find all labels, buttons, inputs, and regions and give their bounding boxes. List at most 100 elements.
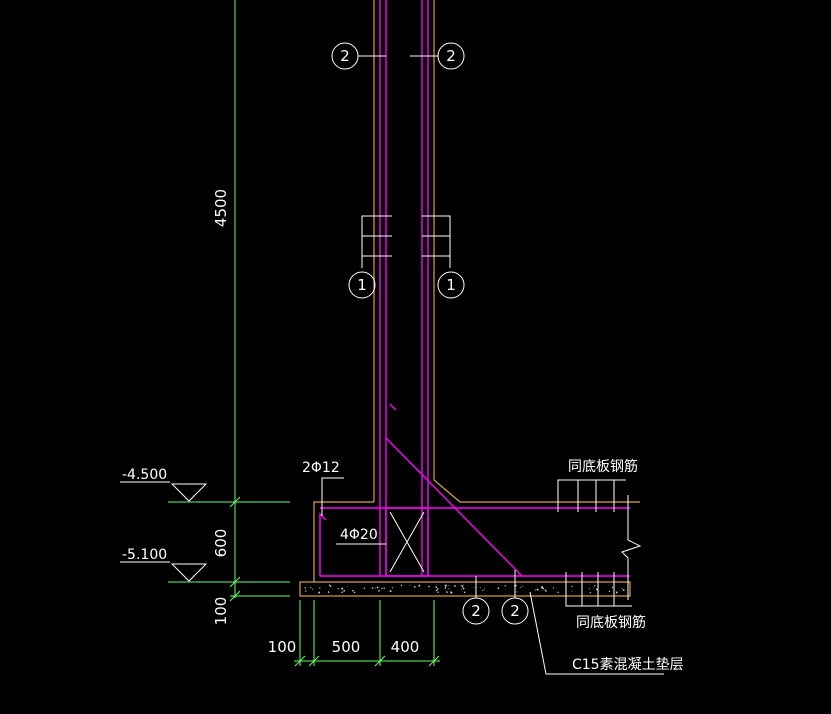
cushion-speckle — [515, 584, 517, 587]
annotation-mid-bar: 4Φ20 — [336, 527, 386, 545]
cushion-speckle — [615, 591, 618, 594]
rebar-tag-2-bottom-a-label: 2 — [471, 602, 481, 620]
cushion-speckle — [461, 586, 464, 588]
cushion-speckle — [371, 587, 374, 589]
dim-height-4500: 4500 — [212, 189, 230, 227]
c15-cushion-layer — [299, 581, 631, 597]
dimension-lines — [168, 0, 440, 667]
slab-top-label: 同底板钢筋 — [568, 458, 638, 475]
cushion-speckle — [454, 585, 456, 587]
cushion-speckle — [383, 587, 385, 589]
cushion-speckle — [608, 590, 611, 593]
cushion-speckle — [534, 589, 536, 591]
cushion-speckle — [479, 587, 481, 589]
cushion-speckle — [363, 587, 366, 590]
cushion-speckle — [305, 590, 307, 592]
footing-cross — [389, 511, 425, 573]
cushion-speckle — [329, 584, 331, 587]
cushion-speckle — [596, 589, 598, 591]
cushion-speckle — [592, 586, 594, 588]
cushion-speckle — [571, 591, 573, 593]
cushion-speckle — [460, 584, 462, 587]
cushion-speckle — [461, 589, 463, 590]
concrete-outline — [313, 0, 640, 582]
cushion-speckle — [409, 584, 411, 586]
rebar-tag-1-left: 1 — [348, 271, 376, 299]
cushion-speckle — [381, 587, 383, 590]
cushion-speckle — [311, 588, 313, 590]
elevation-marker-top: -4.500 — [120, 467, 208, 502]
elevation-bottom-label: -5.100 — [122, 547, 167, 563]
cushion-speckle — [544, 589, 546, 591]
cushion-speckle — [379, 590, 381, 592]
elevation-top-label: -4.500 — [122, 467, 167, 483]
cushion-speckle — [444, 584, 447, 587]
cushion-speckle — [330, 586, 332, 588]
cushion-speckle — [571, 585, 573, 588]
cushion-speckle — [536, 588, 539, 591]
cushion-speckle — [391, 587, 394, 589]
annotation-slab-bottom — [565, 572, 632, 607]
cushion-speckle — [310, 586, 312, 589]
dim-footing-600: 600 — [212, 529, 230, 558]
cushion-speckle — [462, 584, 464, 586]
cushion-speckle — [594, 585, 596, 587]
cushion-speckle — [621, 588, 623, 590]
cushion-speckle — [552, 587, 555, 589]
cushion-speckle — [450, 591, 453, 594]
rebar-tag-2-bottom-a: 2 — [462, 576, 490, 625]
cushion-speckle — [623, 589, 625, 591]
cushion-speckle — [504, 585, 506, 587]
cushion-speckle — [448, 587, 450, 590]
top-bar-label: 2Φ12 — [302, 460, 340, 476]
cushion-speckle — [436, 588, 439, 590]
cushion-label: C15素混凝土垫层 — [572, 657, 684, 673]
cushion-speckle — [462, 587, 465, 590]
rebar-tag-2-right: 2 — [410, 42, 465, 70]
cushion-speckle — [374, 587, 376, 589]
cushion-speckle — [448, 585, 450, 587]
cushion-speckle — [521, 585, 523, 587]
rebar-tag-1-right: 1 — [437, 271, 465, 299]
dim-cushion-100: 100 — [212, 597, 230, 626]
cushion-speckle — [520, 586, 522, 588]
cushion-speckle — [341, 587, 344, 590]
cushion-speckle — [589, 591, 591, 594]
cushion-speckle — [435, 586, 437, 589]
wall-rebar — [319, 0, 630, 577]
break-line — [621, 495, 642, 600]
cushion-speckle — [353, 591, 356, 594]
rebar-tag-2-left-label: 2 — [340, 47, 350, 65]
elevation-marker-bottom: -5.100 — [120, 547, 208, 582]
cushion-speckle — [346, 585, 348, 587]
rebar-tag-2-bottom-b-label: 2 — [510, 602, 520, 620]
cushion-speckle — [542, 587, 545, 590]
cushion-speckle — [497, 587, 500, 590]
rebar-tag-2-bottom-b: 2 — [501, 570, 529, 625]
cushion-speckle — [435, 589, 438, 592]
slab-bottom-label: 同底板钢筋 — [576, 614, 646, 631]
rebar-tag-2-right-label: 2 — [446, 47, 456, 65]
rebar-tag-2-left: 2 — [331, 42, 386, 70]
annotation-top-bar: 2Φ12 — [302, 460, 344, 516]
cushion-speckle — [328, 591, 330, 593]
cushion-speckle — [463, 591, 466, 594]
dim-width-400: 400 — [391, 638, 420, 656]
cushion-speckle — [337, 588, 339, 590]
mid-bar-label: 4Φ20 — [340, 527, 378, 543]
cushion-speckle — [377, 590, 379, 592]
stirrup-ladder-left — [361, 215, 392, 268]
cushion-speckle — [482, 589, 484, 591]
cushion-speckle — [516, 591, 518, 593]
cushion-speckle — [319, 587, 321, 589]
rebar-tag-1-right-label: 1 — [446, 276, 456, 294]
stirrup-ladder-right — [422, 215, 451, 268]
cushion-speckle — [400, 584, 403, 586]
cushion-speckle — [473, 587, 475, 588]
cushion-speckle — [352, 589, 354, 592]
cushion-speckle — [318, 591, 321, 594]
cushion-speckle — [545, 590, 547, 592]
cushion-speckle — [611, 586, 614, 589]
